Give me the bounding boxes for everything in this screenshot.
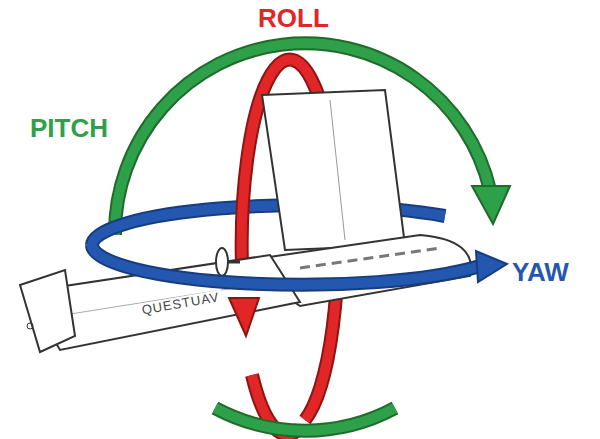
yaw-arrow-front-outline xyxy=(92,245,480,285)
fuselage-detail xyxy=(300,248,440,268)
winglet xyxy=(20,270,75,352)
wing-right xyxy=(262,90,405,250)
yaw-label: YAW xyxy=(512,258,569,287)
propeller xyxy=(216,248,228,276)
pitch-arrow-bottom-outline xyxy=(215,408,395,431)
wing-line xyxy=(330,100,345,240)
roll-label: ROLL xyxy=(258,4,329,33)
pitch-label: PITCH xyxy=(30,114,108,143)
pitch-arrowhead xyxy=(472,186,510,224)
roll-arrowhead xyxy=(229,298,259,336)
winglet-detail xyxy=(27,323,33,329)
yaw-arrowhead xyxy=(476,251,507,282)
pitch-arrow-bottom xyxy=(215,408,395,431)
propeller-shaft xyxy=(228,261,240,264)
yaw-arrow-front xyxy=(92,245,480,285)
